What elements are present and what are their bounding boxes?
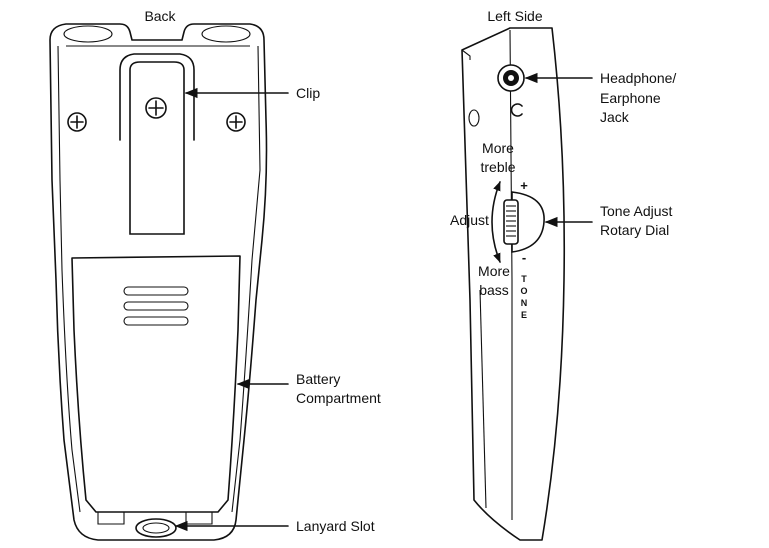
battery-cover bbox=[71, 255, 241, 513]
back-body-outline bbox=[49, 23, 268, 541]
adjust-arrow bbox=[491, 181, 501, 263]
battery-label-line1: Battery bbox=[296, 371, 340, 387]
headphone-symbol-icon bbox=[510, 103, 523, 117]
more-treble-line2: treble bbox=[480, 159, 515, 175]
side-button bbox=[468, 109, 480, 127]
back-inner-edge bbox=[57, 45, 81, 513]
side-body-outline bbox=[461, 27, 566, 541]
tone-plus: + bbox=[520, 178, 528, 193]
adjust-label: Adjust bbox=[450, 212, 489, 228]
more-bass-line1: More bbox=[478, 263, 510, 279]
tone-dial bbox=[491, 181, 545, 263]
headphone-label-line2: Earphone bbox=[600, 90, 661, 106]
left-side-view: Left Side bbox=[450, 8, 676, 541]
lanyard-label: Lanyard Slot bbox=[296, 518, 375, 534]
left-side-title: Left Side bbox=[487, 8, 542, 24]
more-bass-line2: bass bbox=[479, 282, 509, 298]
tone-letter-n: N bbox=[521, 298, 528, 308]
tone-letter-o: O bbox=[520, 286, 527, 296]
back-title: Back bbox=[144, 8, 176, 24]
back-inner-edge-right bbox=[231, 45, 261, 513]
side-seam bbox=[509, 29, 513, 520]
tone-label-line2: Rotary Dial bbox=[600, 222, 669, 238]
screw-left-icon bbox=[67, 112, 87, 132]
more-treble-line1: More bbox=[482, 140, 514, 156]
top-right-oval bbox=[201, 25, 251, 43]
top-left-oval bbox=[63, 25, 113, 43]
tone-letter-e: E bbox=[521, 310, 527, 320]
side-back-edge bbox=[479, 289, 487, 509]
headphone-label-line3: Jack bbox=[600, 109, 630, 125]
lanyard-slot bbox=[97, 512, 213, 538]
clip-label: Clip bbox=[296, 85, 320, 101]
tone-letter-t: T bbox=[521, 274, 527, 284]
headphone-jack-icon bbox=[497, 64, 525, 92]
dial-knurl bbox=[506, 205, 516, 237]
side-top-notch bbox=[461, 49, 471, 60]
grip-ridge-3 bbox=[123, 316, 189, 326]
battery-label-line2: Compartment bbox=[296, 390, 381, 406]
belt-clip bbox=[119, 53, 195, 235]
screw-right-icon bbox=[226, 112, 246, 132]
back-view: Back bbox=[49, 8, 381, 541]
grip-ridge-2 bbox=[123, 301, 189, 311]
headphone-label-line1: Headphone/ bbox=[600, 70, 676, 86]
tone-minus: - bbox=[522, 250, 526, 265]
tone-label-line1: Tone Adjust bbox=[600, 203, 672, 219]
grip-ridge-1 bbox=[123, 286, 189, 296]
